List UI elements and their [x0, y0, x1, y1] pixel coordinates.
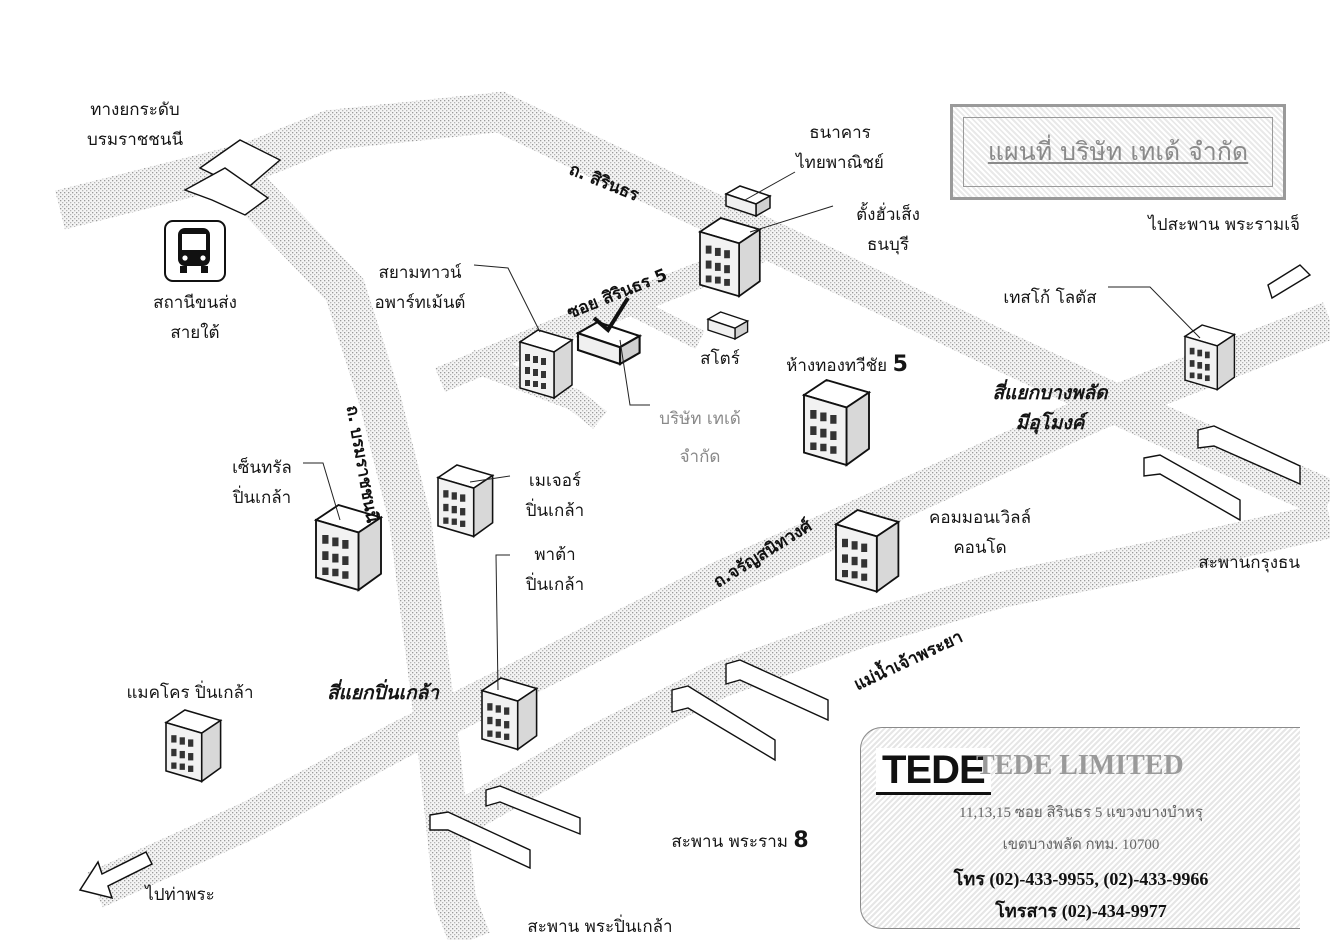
map-title-box: แผนที่ บริษัท เทเด้ จำกัด — [950, 104, 1286, 200]
company-logo: TEDE — [876, 748, 991, 795]
bus-station-label-line1: สถานีขนส่ง — [153, 293, 237, 313]
checkmark-icon — [592, 296, 630, 334]
arrow-left-down-icon — [78, 850, 154, 900]
road-charansanitwong — [87, 302, 1330, 908]
rama7-label: ไปสะพาน พระรามเจ็ — [1148, 215, 1300, 235]
leader-lines — [303, 171, 1201, 691]
tede-company-label-line2: จำกัด — [679, 447, 721, 467]
major-label-line1: เมเจอร์ — [528, 471, 582, 491]
company-address-line2: เขตบางพลัด กทม. 10700 — [1002, 837, 1160, 853]
bus-station-label: สถานีขนส่ง สายใต้ — [130, 288, 260, 348]
rama8-number: 8 — [793, 828, 809, 853]
road-soi-branch — [466, 349, 607, 429]
roads — [55, 91, 1330, 940]
building-icon — [835, 509, 900, 593]
central-label-line1: เซ็นทรัล — [232, 458, 292, 478]
store-label: สโตร์ — [700, 349, 740, 369]
tha-phra-label: ไปท่าพระ — [145, 885, 215, 905]
pata-label: พาต้า ปิ่นเกล้า — [500, 540, 610, 600]
map-title: แผนที่ บริษัท เทเด้ จำกัด — [987, 137, 1249, 166]
box-icon — [707, 311, 749, 340]
tawee-chai-number: 5 — [892, 352, 908, 377]
bus-station-label-line2: สายใต้ — [170, 323, 220, 343]
thai-panich-label: ธนาคาร ไทยพาณิชย์ — [780, 118, 900, 178]
major-label: เมเจอร์ ปิ่นเกล้า — [500, 466, 610, 526]
central-label: เซ็นทรัล ปิ่นเกล้า — [212, 453, 312, 513]
company-name: TEDE LIMITED — [976, 750, 1184, 781]
road-soi-branch2 — [615, 291, 705, 349]
building-icon — [699, 217, 761, 298]
bang-phlat-line2: มีอุโมงค์ — [1015, 412, 1085, 434]
road-bridge-approach — [431, 502, 1330, 846]
rama8-label: สะพาน พระราม 8 — [640, 826, 840, 857]
makro-label: แมคโคร ปิ่นเกล้า — [126, 683, 254, 703]
tede-company-label: บริษัท เทเด้ จำกัด — [640, 402, 760, 478]
bridge-railings — [183, 139, 1312, 870]
tung-hua-seng-label-line2: ธนบุรี — [867, 235, 909, 255]
tede-company-label-line1: บริษัท เทเด้ — [659, 409, 741, 429]
building-icon — [519, 329, 573, 399]
tawee-chai-label: ห้างทองทวีชัย 5 — [762, 350, 932, 381]
tung-hua-seng-label-line1: ตั้งฮั่วเส็ง — [856, 205, 920, 225]
map-title-frame: แผนที่ บริษัท เทเด้ จำกัด — [963, 117, 1273, 187]
siam-town-label-line2: อพาร์ทเม้นต์ — [374, 293, 466, 313]
building-icon — [481, 677, 538, 751]
bang-phlat-line1: สี่แยกบางพลัด — [992, 382, 1108, 404]
siam-town-label-line1: สยามทาวน์ — [378, 263, 462, 283]
pata-label-line2: ปิ่นเกล้า — [525, 575, 585, 595]
building-icon — [437, 464, 494, 538]
common-wealth-label: คอมมอนเวิลล์ คอนโด — [900, 503, 1060, 563]
company-address-line1: 11,13,15 ซอย สิรินธร 5 แขวงบางบำหรุ — [959, 805, 1203, 821]
major-label-line2: ปิ่นเกล้า — [525, 501, 585, 521]
building-icon — [803, 379, 870, 466]
bang-phlat-intersection: สี่แยกบางพลัด มีอุโมงค์ — [980, 378, 1120, 438]
pin-klao-bridge-label: สะพาน พระปิ่นเกล้า — [527, 917, 673, 937]
rama8-name: สะพาน พระราม — [671, 832, 788, 852]
tawee-chai-name: ห้างทองทวีชัย — [786, 356, 888, 376]
siam-town-label: สยามทาวน์ อพาร์ทเม้นต์ — [350, 258, 490, 318]
common-wealth-label-line1: คอมมอนเวิลล์ — [928, 508, 1032, 528]
thai-panich-label-line2: ไทยพาณิชย์ — [796, 153, 884, 173]
pin-klao-intersection: สี่แยกปิ่นเกล้า — [327, 682, 439, 704]
pata-label-line1: พาต้า — [534, 545, 576, 565]
flyover-label-line2: บรมราชชนนี — [86, 130, 184, 150]
building-icon — [165, 709, 222, 783]
company-telephone: โทร (02)-433-9955, (02)-433-9966 — [953, 869, 1209, 889]
company-card: TEDE TEDE LIMITED 11,13,15 ซอย สิรินธร 5… — [860, 727, 1300, 929]
company-fax: โทรสาร (02)-434-9977 — [995, 901, 1167, 921]
tung-hua-seng-label: ตั้งฮั่วเส็ง ธนบุรี — [838, 200, 938, 260]
flyover-label-line1: ทางยกระดับ — [90, 100, 180, 120]
bus-icon — [164, 220, 226, 282]
common-wealth-label-line2: คอนโด — [953, 538, 1007, 558]
thai-panich-label-line1: ธนาคาร — [809, 123, 871, 143]
central-label-line2: ปิ่นเกล้า — [232, 488, 292, 508]
road-boromratchonnani — [224, 165, 490, 940]
tesco-label: เทสโก้ โลตัส — [1003, 288, 1097, 308]
building-icon — [1184, 324, 1236, 391]
krung-thon-label: สะพานกรุงธน — [1198, 553, 1300, 573]
flyover-label: ทางยกระดับ บรมราชชนนี — [70, 95, 200, 155]
